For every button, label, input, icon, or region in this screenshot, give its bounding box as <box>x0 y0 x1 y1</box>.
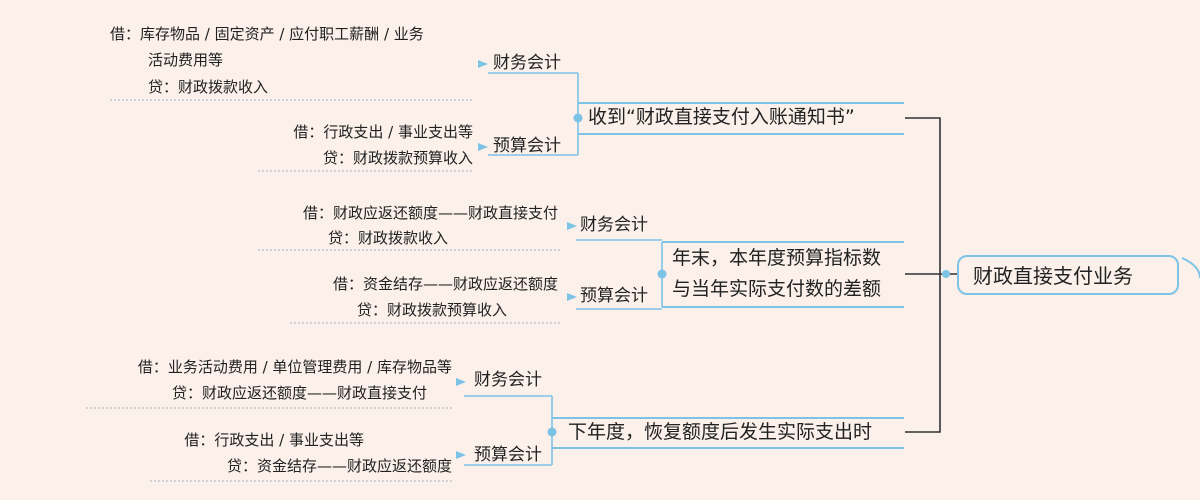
branch-2-entry: 借：财政应返还额度——财政直接支付 <box>302 204 558 222</box>
branch-1-entry: 贷：财政拨款预算收入 <box>322 149 473 167</box>
branch-2-label-line-2: 与当年实际支付数的差额 <box>672 278 882 300</box>
branch-2-entry: 贷：财政拨款预算收入 <box>356 301 507 319</box>
root-dot <box>942 270 950 278</box>
root-label: 财政直接支付业务 <box>973 264 1133 288</box>
branch-1-dot <box>573 113 583 123</box>
branch-1-category-financial: 财务会计 <box>493 53 561 73</box>
branch-2-entry: 贷：财政拨款收入 <box>327 229 448 247</box>
branch-3-category-financial: 财务会计 <box>474 370 542 390</box>
branch-3-label: 下年度，恢复额度后发生实际支出时 <box>568 421 873 443</box>
branch-3-entry: 贷：资金结存——财政应返还额度 <box>226 457 452 475</box>
branch-3-entry: 借：行政支出 / 事业支出等 <box>184 431 364 449</box>
branch-3-dot <box>547 427 557 437</box>
branch-2-label-line-1: 年末，本年度预算指标数 <box>672 247 882 269</box>
branch-2-entry: 借：资金结存——财政应返还额度 <box>332 275 558 293</box>
branch-2-category-financial: 财务会计 <box>580 215 648 235</box>
branch-3-category-budget: 预算会计 <box>474 445 542 465</box>
branch-1-entry: 借：行政支出 / 事业支出等 <box>293 123 473 141</box>
root-node <box>957 255 1179 295</box>
branch-1-entry: 活动费用等 <box>148 51 224 69</box>
branch-2-category-budget: 预算会计 <box>580 286 648 306</box>
branch-2-dot <box>657 269 667 279</box>
branch-1-entry: 借：库存物品 / 固定资产 / 应付职工薪酬 / 业务 <box>110 25 424 43</box>
branch-1-entry: 贷：财政拨款收入 <box>148 78 269 96</box>
branch-1-category-budget: 预算会计 <box>493 136 561 156</box>
branch-3-entry: 借：业务活动费用 / 单位管理费用 / 库存物品等 <box>137 358 452 376</box>
branch-3-entry: 贷：财政应返还额度——财政直接支付 <box>171 384 427 402</box>
branch-1-label: 收到“财政直接支付入账通知书” <box>588 106 855 128</box>
